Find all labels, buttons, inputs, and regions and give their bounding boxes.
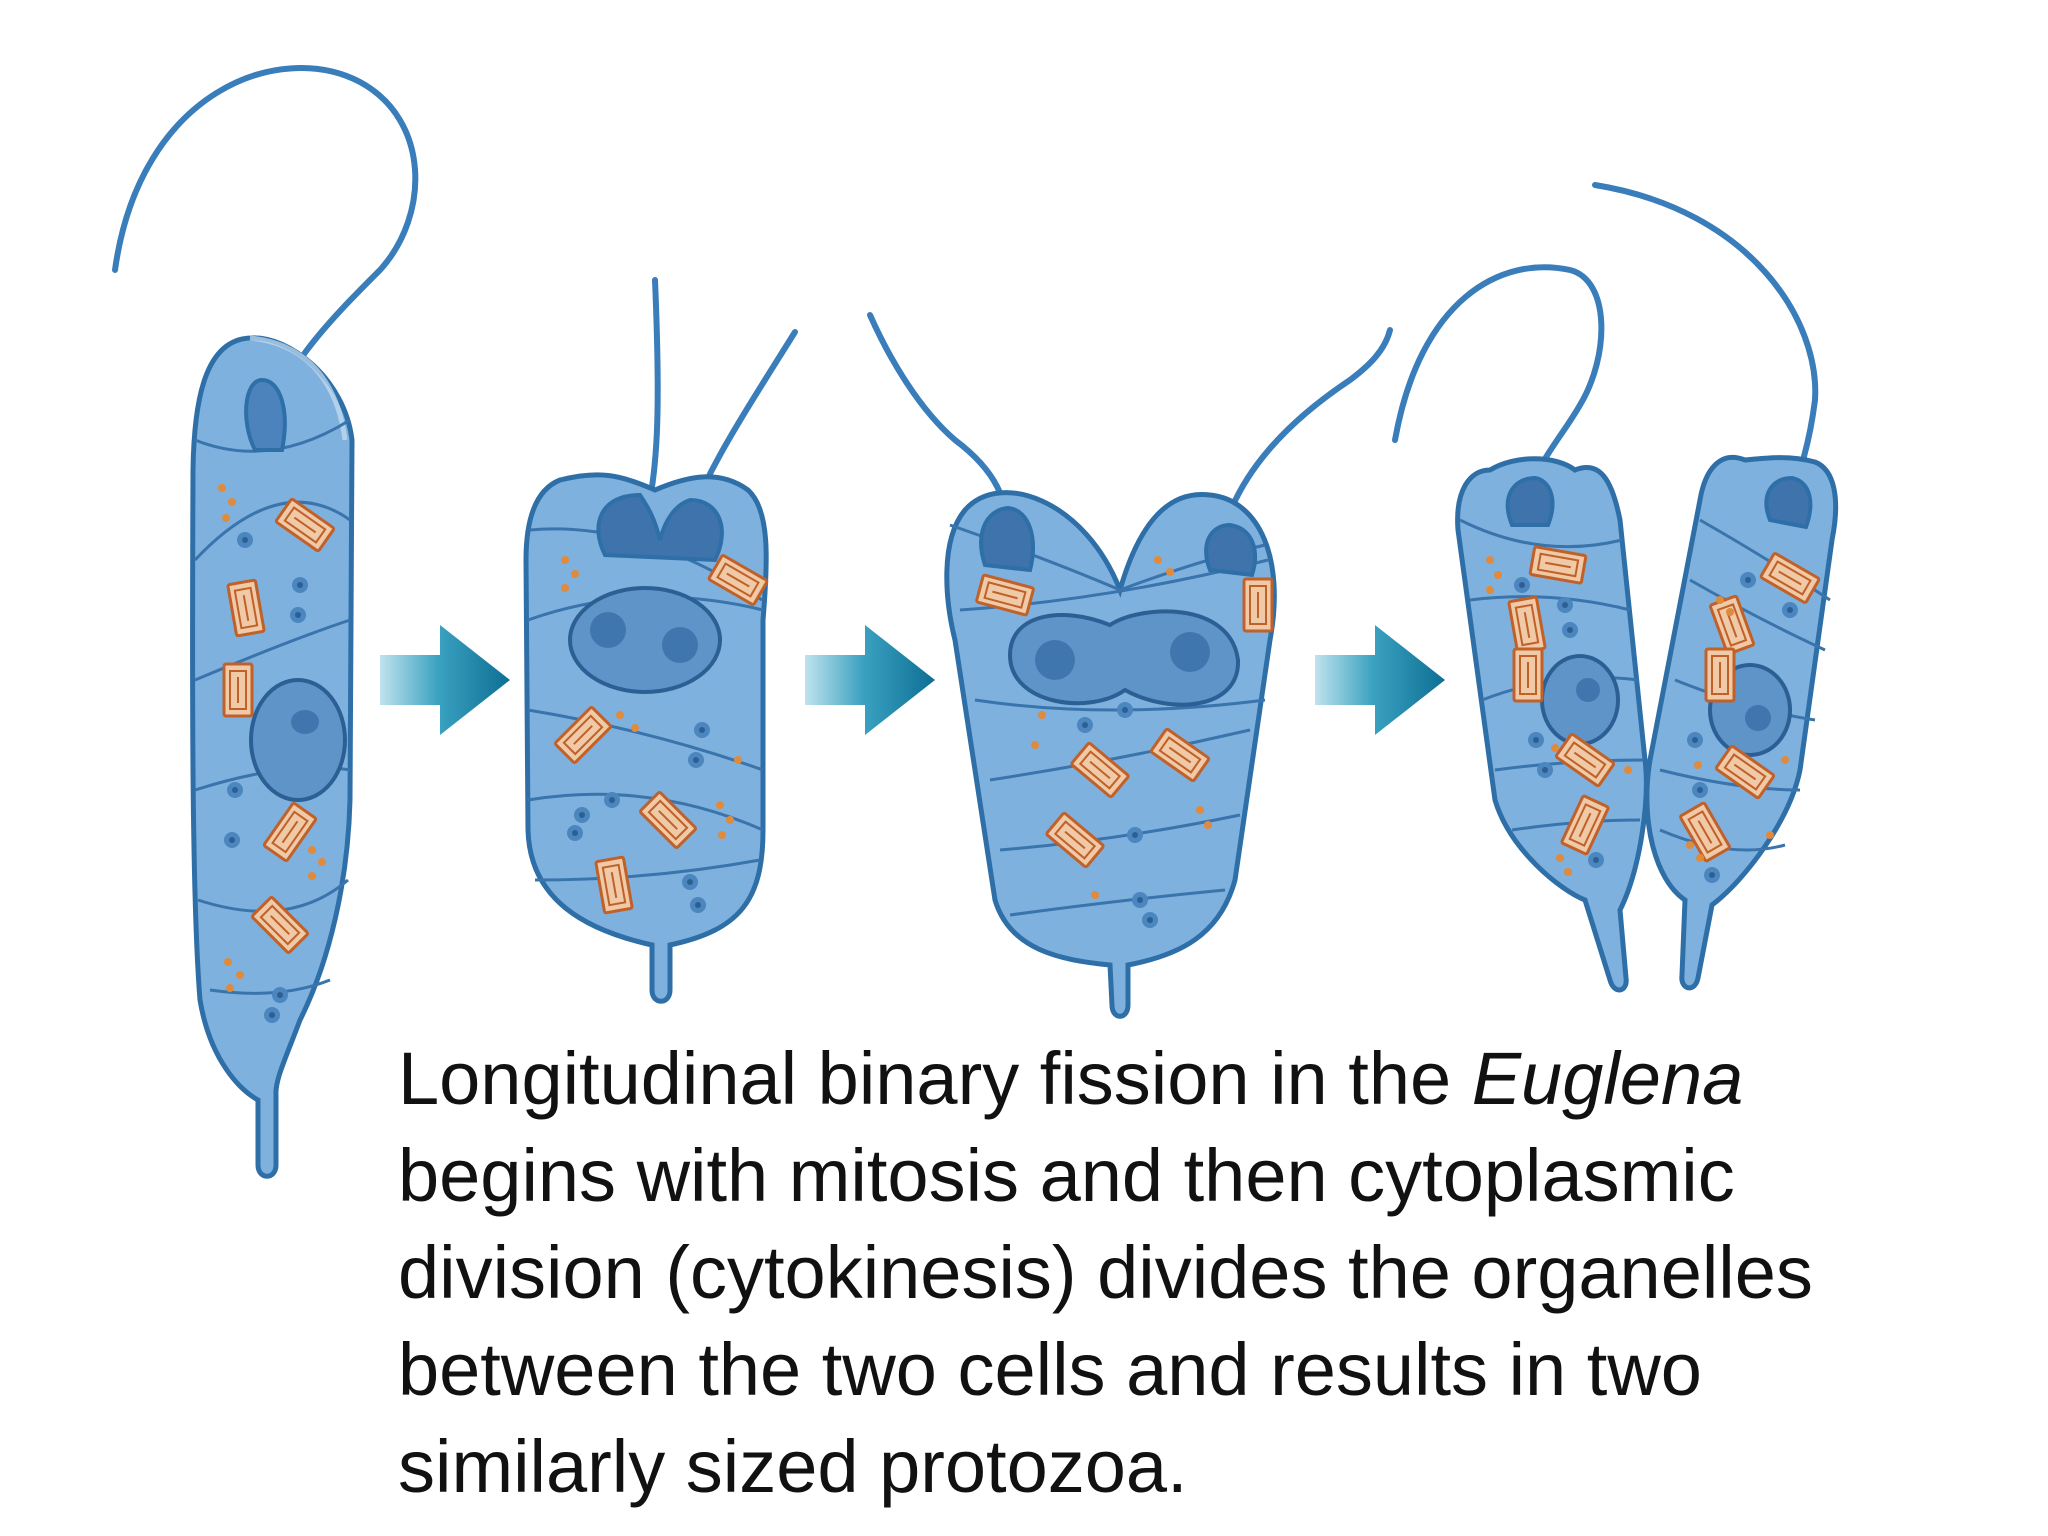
caption-line-4: between the two cells and results in two <box>398 1328 1702 1411</box>
nucleus <box>1540 654 1620 746</box>
caption-line-1: Longitudinal binary fission in the Eugle… <box>398 1030 2018 1127</box>
caption-text: Longitudinal binary fission in the <box>398 1037 1472 1120</box>
arrow-2 <box>805 625 935 735</box>
flagellum <box>112 65 419 438</box>
flagellum <box>1219 327 1393 538</box>
flagellum <box>1392 264 1605 513</box>
stage-3-euglena <box>867 312 1393 1019</box>
arrow-1 <box>380 625 510 735</box>
caption-line-3: division (cytokinesis) divides the organ… <box>398 1231 1813 1314</box>
caption-line-2: begins with mitosis and then cytoplasmic <box>398 1134 1735 1217</box>
arrow-3 <box>1315 625 1445 735</box>
nucleus <box>249 678 347 802</box>
stage-2-euglena <box>523 277 798 1004</box>
caption: Longitudinal binary fission in the Eugle… <box>398 1030 2018 1515</box>
caption-line-5: similarly sized protozoa. <box>398 1425 1188 1508</box>
euglena-italic: Euglena <box>1471 1037 1744 1120</box>
stage-4-daughter-cells <box>1392 182 1839 993</box>
stage-1-euglena <box>112 65 419 1179</box>
nucleus <box>568 586 722 694</box>
